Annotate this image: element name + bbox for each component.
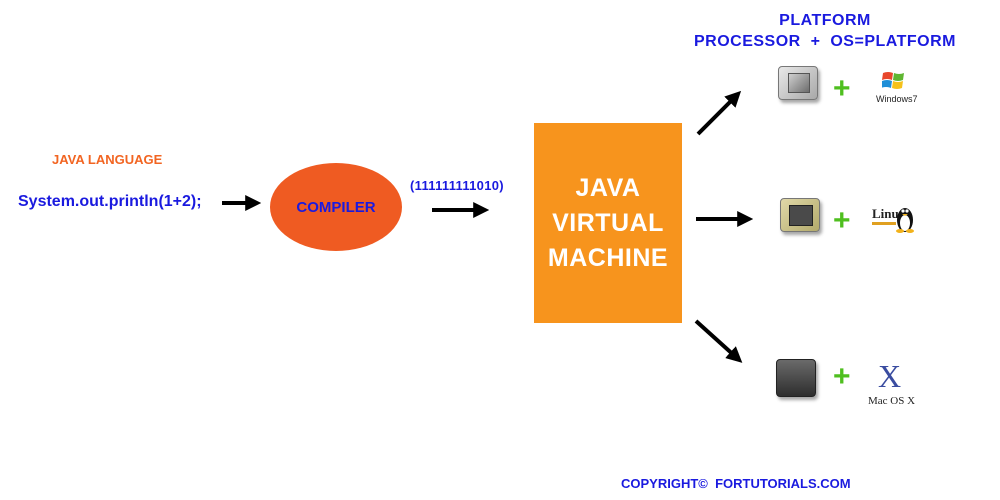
platform-heading: PLATFORM PROCESSOR + OS=PLATFORM (680, 10, 970, 52)
linux-tux-icon (896, 208, 914, 233)
windows-logo-icon (882, 72, 904, 89)
windows-label: Windows7 (876, 94, 918, 104)
mac-os-x-label: Mac OS X (868, 395, 916, 407)
compiler-label: COMPILER (296, 198, 376, 216)
arrow-jvm-to-mac (694, 319, 743, 363)
platform-title: PLATFORM (779, 12, 871, 29)
jvm-node: JAVA VIRTUAL MACHINE (534, 123, 682, 323)
mac-processor-icon (776, 359, 816, 397)
platform-formula: PROCESSOR + OS=PLATFORM (693, 33, 956, 50)
intel-core-i7-chip-icon (778, 66, 818, 100)
amd-chip-icon (780, 198, 820, 232)
arrow-jvm-to-windows (696, 90, 742, 136)
source-code: System.out.println(1+2); (18, 193, 202, 210)
linux-label: Linux (872, 206, 906, 221)
java-language-label: JAVA LANGUAGE (52, 152, 163, 167)
plus-icon: + (833, 72, 851, 105)
mac-os-x-icon: X (878, 358, 902, 394)
bytecode-label: (111111111010) (410, 178, 504, 193)
plus-icon: + (833, 204, 851, 237)
jvm-label: JAVA VIRTUAL MACHINE (547, 173, 669, 272)
copyright-footer: COPYRIGHT© FORTUTORIALS.COM (621, 476, 851, 491)
compiler-node: COMPILER (270, 163, 402, 251)
linux-underline (872, 222, 896, 225)
plus-icon: + (833, 360, 851, 393)
